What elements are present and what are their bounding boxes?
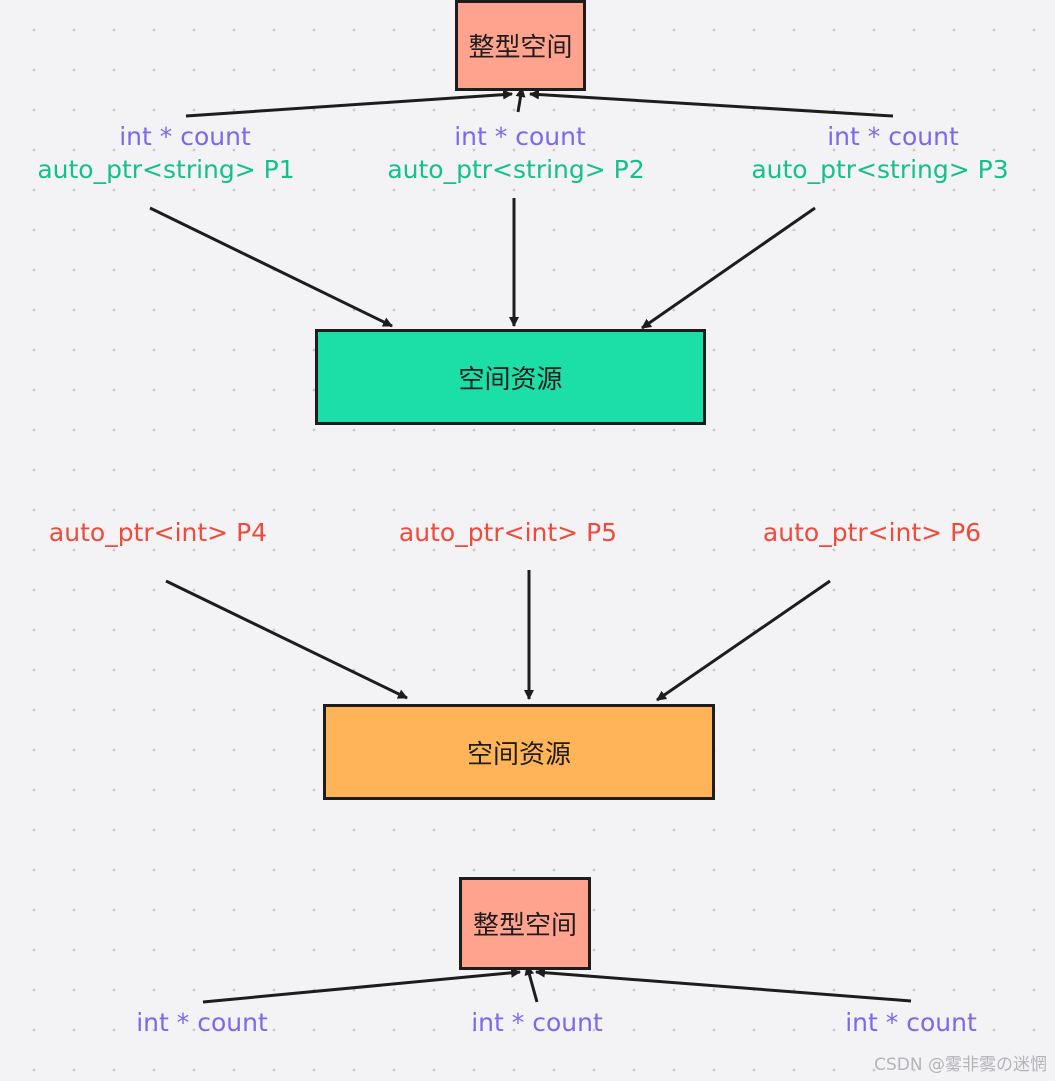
arrow-count2-to-intspace: [515, 87, 526, 113]
ptr-label-p5: auto_ptr<int> P5: [398, 518, 618, 547]
resource-node-green: 空间资源: [315, 329, 706, 425]
count-label-2: int * count: [454, 122, 586, 151]
count-label-6: int * count: [845, 1008, 977, 1037]
int-space-node-top: 整型空间: [455, 0, 586, 91]
ptr-label-p6: auto_ptr<int> P6: [762, 518, 982, 547]
arrow-p6-to-resource: [656, 579, 831, 702]
arrow-p1-to-resource: [149, 206, 393, 328]
arrow-count4-to-intspace: [202, 967, 521, 1004]
int-space-label-bottom: 整型空间: [472, 911, 577, 941]
arrow-p4-to-resource: [165, 579, 408, 700]
ptr-label-p4: auto_ptr<int> P4: [48, 518, 268, 547]
resource-node-orange: 空间资源: [323, 704, 715, 800]
resource-label-orange: 空间资源: [466, 739, 571, 770]
arrow-p3-to-resource: [641, 206, 816, 330]
resource-label-green: 空间资源: [458, 364, 563, 395]
arrow-count6-to-intspace: [535, 967, 912, 1003]
int-space-label-top: 整型空间: [468, 33, 573, 63]
ptr-label-p3: auto_ptr<string> P3: [751, 155, 1009, 184]
count-label-3: int * count: [827, 122, 959, 151]
ptr-label-p1: auto_ptr<string> P1: [37, 155, 295, 184]
arrow-count3-to-intspace: [529, 89, 894, 118]
count-label-1: int * count: [119, 122, 251, 151]
watermark: CSDN @雾非雾の迷惘: [874, 1055, 1047, 1075]
count-label-5: int * count: [471, 1008, 603, 1037]
count-label-4: int * count: [136, 1008, 268, 1037]
arrow-count1-to-intspace: [185, 89, 513, 118]
ptr-label-p2: auto_ptr<string> P2: [387, 155, 645, 184]
int-space-node-bottom: 整型空间: [459, 877, 591, 970]
arrow-count5-to-intspace: [524, 965, 539, 1003]
